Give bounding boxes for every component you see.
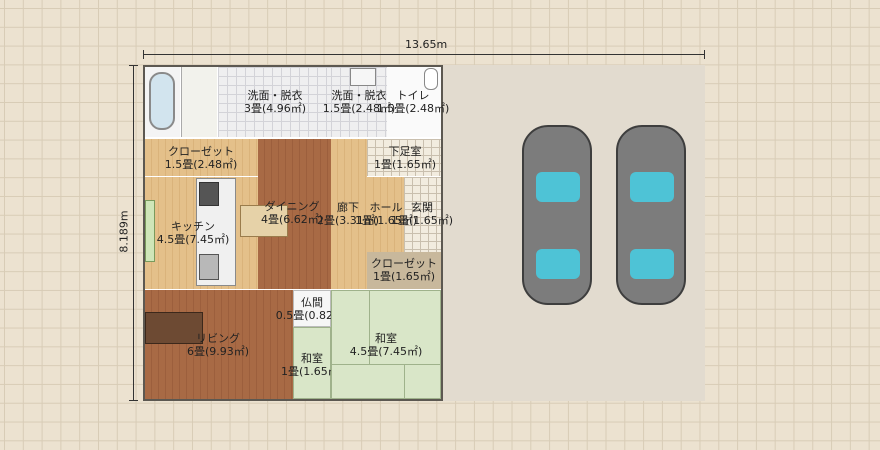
car-rear-window — [630, 249, 674, 279]
width-dimension-label: 13.65m — [405, 38, 448, 51]
height-dimension-tick-top — [129, 65, 138, 66]
car-windshield — [630, 172, 674, 202]
tatami-lines-2 — [331, 364, 441, 365]
room-living — [145, 290, 293, 399]
room-hall — [367, 177, 404, 252]
car-icon — [616, 125, 686, 305]
toilet-icon — [424, 68, 438, 90]
kitchen-sink-icon — [199, 254, 219, 280]
height-dimension-label: 8.189m — [117, 210, 131, 253]
stove-icon — [199, 182, 219, 206]
height-dimension-line — [133, 65, 134, 401]
room-shoes — [367, 139, 441, 176]
room-entrance — [404, 177, 441, 252]
fridge-icon — [145, 200, 155, 262]
room-washitsu-small — [293, 327, 331, 399]
width-dimension-line — [143, 54, 705, 55]
width-dimension-tick-right — [704, 50, 705, 59]
sink-icon — [350, 68, 376, 86]
room-wash2 — [331, 67, 387, 137]
room-hallway — [331, 139, 367, 289]
room-closet1 — [145, 139, 258, 176]
car-windshield — [536, 172, 580, 202]
tatami-lines — [369, 290, 370, 364]
tatami-lines-3 — [404, 364, 405, 399]
shower-area — [181, 67, 217, 137]
bathtub-icon — [149, 72, 175, 130]
dining-table-icon — [240, 205, 288, 237]
room-washitsu-large — [331, 290, 441, 399]
sofa-icon — [145, 312, 203, 344]
car-rear-window — [536, 249, 580, 279]
height-dimension-tick-bottom — [129, 400, 138, 401]
car-icon — [522, 125, 592, 305]
room-closet2 — [367, 252, 441, 289]
room-butsuma — [293, 290, 331, 327]
width-dimension-tick-left — [143, 50, 144, 59]
room-wash1 — [218, 67, 331, 137]
